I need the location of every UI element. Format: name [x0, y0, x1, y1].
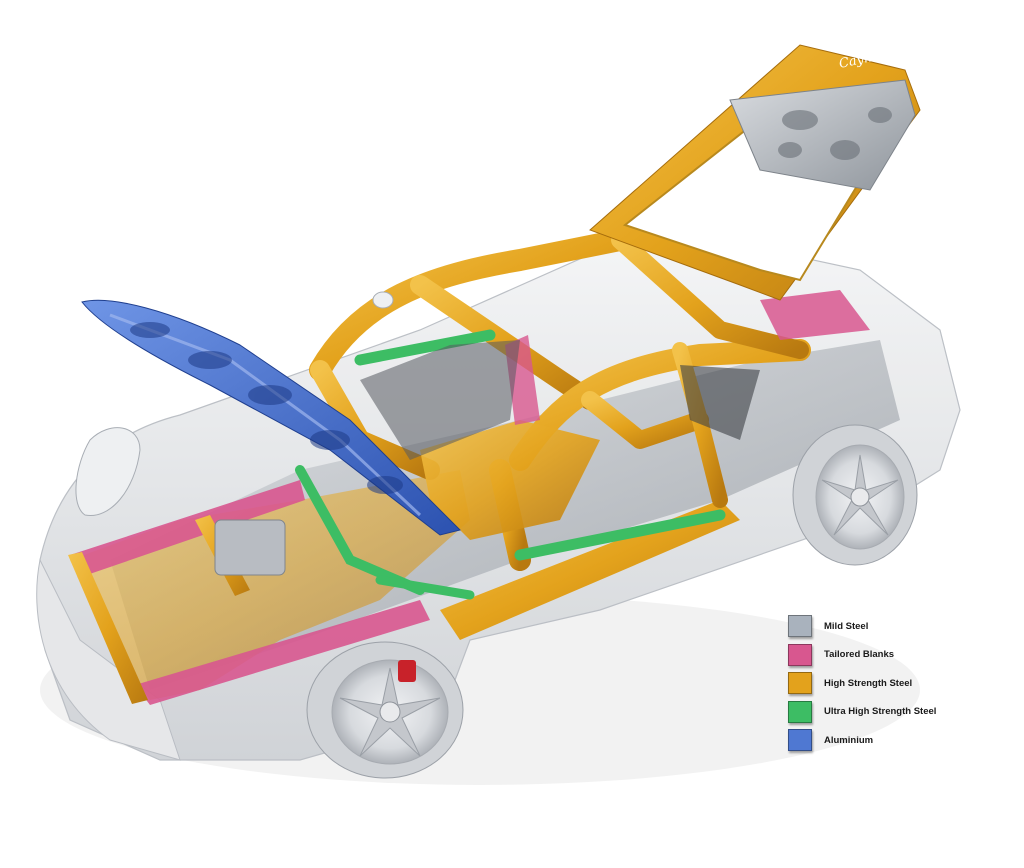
ultra-high-strength-bars — [295, 329, 726, 600]
legend-item-mild-steel: Mild Steel — [788, 612, 988, 641]
legend-label: Aluminium — [824, 734, 874, 746]
legend-label: Ultra High Strength Steel — [824, 706, 937, 718]
legend-label: High Strength Steel — [824, 677, 913, 689]
front-rail-right-tailored — [135, 600, 430, 705]
legend-label: Tailored Blanks — [824, 649, 895, 661]
side-mirror — [372, 291, 394, 309]
front-hood-aluminium — [81, 299, 461, 536]
legend-label: Mild Steel — [824, 620, 869, 632]
front-rail-left-tailored — [70, 480, 305, 578]
rear-quarter-window — [680, 365, 760, 440]
side-window-interior — [360, 340, 520, 460]
rear-hatch — [589, 44, 921, 301]
front-crossmember — [68, 552, 148, 704]
legend-item-tailored-blanks: Tailored Blanks — [788, 641, 988, 670]
rear-wheel — [792, 424, 918, 566]
front-wheel — [306, 641, 464, 779]
material-legend: Mild Steel Tailored Blanks High Strength… — [788, 612, 988, 755]
floor-tunnel — [420, 420, 600, 540]
legend-item-ultra-high-strength-steel: Ultra High Strength Steel — [788, 698, 988, 727]
legend-swatch-high-strength-steel — [788, 672, 812, 695]
legend-swatch-mild-steel — [788, 615, 812, 638]
legend-item-aluminium: Aluminium — [788, 726, 988, 755]
legend-swatch-ultra-high-strength-steel — [788, 700, 812, 723]
headlight — [75, 427, 141, 517]
side-sill — [440, 500, 740, 640]
front-bumper — [36, 558, 181, 761]
rear-panel-tailored — [760, 290, 870, 340]
legend-swatch-aluminium — [788, 729, 812, 752]
engine-block — [214, 519, 286, 576]
legend-swatch-tailored-blanks — [788, 643, 812, 666]
legend-item-high-strength-steel: High Strength Steel — [788, 669, 988, 698]
